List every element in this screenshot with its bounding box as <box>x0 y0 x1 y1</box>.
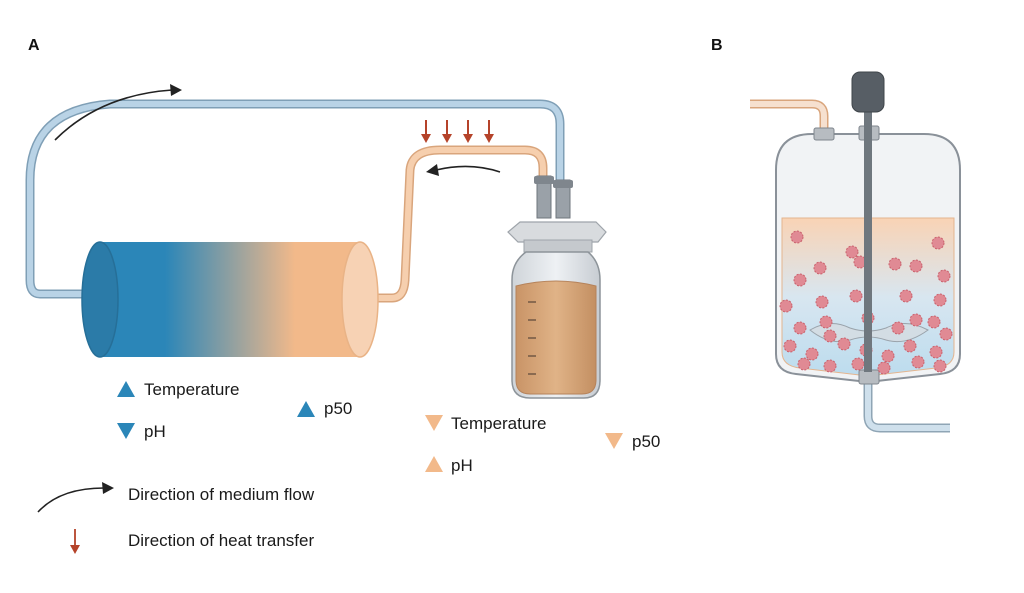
curved-arrow-icon <box>37 482 114 513</box>
cell-aggregate <box>929 345 943 359</box>
cell-aggregate <box>793 321 807 335</box>
cell-aggregate <box>891 321 905 335</box>
triangle-down-icon <box>425 415 443 431</box>
cell-aggregates <box>779 230 953 375</box>
heat-arrow-icon <box>70 529 80 554</box>
blue-tube <box>25 99 565 299</box>
warm-p50-item: p50 <box>605 432 660 451</box>
panel-label-b: B <box>711 37 723 54</box>
cell-aggregate <box>939 327 953 341</box>
cell-aggregate <box>805 347 819 361</box>
cool-temperature-item: Temperature <box>117 380 239 399</box>
warm-temperature-label: Temperature <box>451 414 546 433</box>
heat-arrow-icon <box>421 120 431 143</box>
cell-aggregate <box>933 359 947 373</box>
triangle-up-icon <box>117 381 135 397</box>
cell-aggregate <box>933 293 947 307</box>
cell-aggregate <box>909 259 923 273</box>
orange-tube <box>365 145 548 303</box>
legend-heat-transfer-label: Direction of heat transfer <box>128 531 314 550</box>
cell-aggregate <box>903 339 917 353</box>
heat-exchanger-cylinder <box>81 241 379 358</box>
cool-ph-label: pH <box>144 422 166 441</box>
cell-aggregate <box>823 359 837 373</box>
warm-temperature-item: Temperature <box>425 414 546 433</box>
cell-aggregate <box>937 269 951 283</box>
legend-heat-transfer: Direction of heat transfer <box>70 529 314 554</box>
warm-p50-label: p50 <box>632 432 660 451</box>
cool-ph-item: pH <box>117 422 166 441</box>
heat-arrow-icon <box>442 120 452 143</box>
cool-p50-item: p50 <box>297 399 352 418</box>
cell-aggregate <box>849 289 863 303</box>
cell-aggregate <box>888 257 902 271</box>
cell-aggregate <box>813 261 827 275</box>
cell-aggregate <box>931 236 945 250</box>
cell-aggregate <box>911 355 925 369</box>
heat-arrow-icon <box>463 120 473 143</box>
legend-medium-flow-label: Direction of medium flow <box>128 485 315 504</box>
warm-ph-item: pH <box>425 456 473 475</box>
cell-aggregate <box>927 315 941 329</box>
triangle-up-icon <box>297 401 315 417</box>
heat-arrow-icon <box>484 120 494 143</box>
cell-aggregate <box>823 329 837 343</box>
cell-aggregate <box>779 299 793 313</box>
cell-aggregate <box>815 295 829 309</box>
flow-arrow-orange <box>426 164 501 176</box>
stirred-tank-bioreactor <box>750 71 961 433</box>
cell-aggregate <box>819 315 833 329</box>
flow-arrow-top <box>54 84 182 141</box>
heat-transfer-arrows <box>421 120 494 143</box>
cell-aggregate <box>790 230 804 244</box>
cell-aggregate <box>909 313 923 327</box>
cell-aggregate <box>793 273 807 287</box>
cell-aggregate <box>899 289 913 303</box>
legend-medium-flow: Direction of medium flow <box>37 482 315 513</box>
cool-p50-label: p50 <box>324 399 352 418</box>
warm-ph-label: pH <box>451 456 473 475</box>
triangle-down-icon <box>605 433 623 449</box>
cell-aggregate <box>845 245 859 259</box>
cool-temperature-label: Temperature <box>144 380 239 399</box>
cell-aggregate <box>881 349 895 363</box>
panel-label-a: A <box>28 37 40 54</box>
cell-aggregate <box>797 357 811 371</box>
triangle-up-icon <box>425 456 443 472</box>
cell-aggregate <box>837 337 851 351</box>
cell-aggregate <box>783 339 797 353</box>
cell-aggregate <box>851 357 865 371</box>
triangle-down-icon <box>117 423 135 439</box>
medium-bottle <box>507 175 607 399</box>
cell-aggregate <box>877 361 891 375</box>
